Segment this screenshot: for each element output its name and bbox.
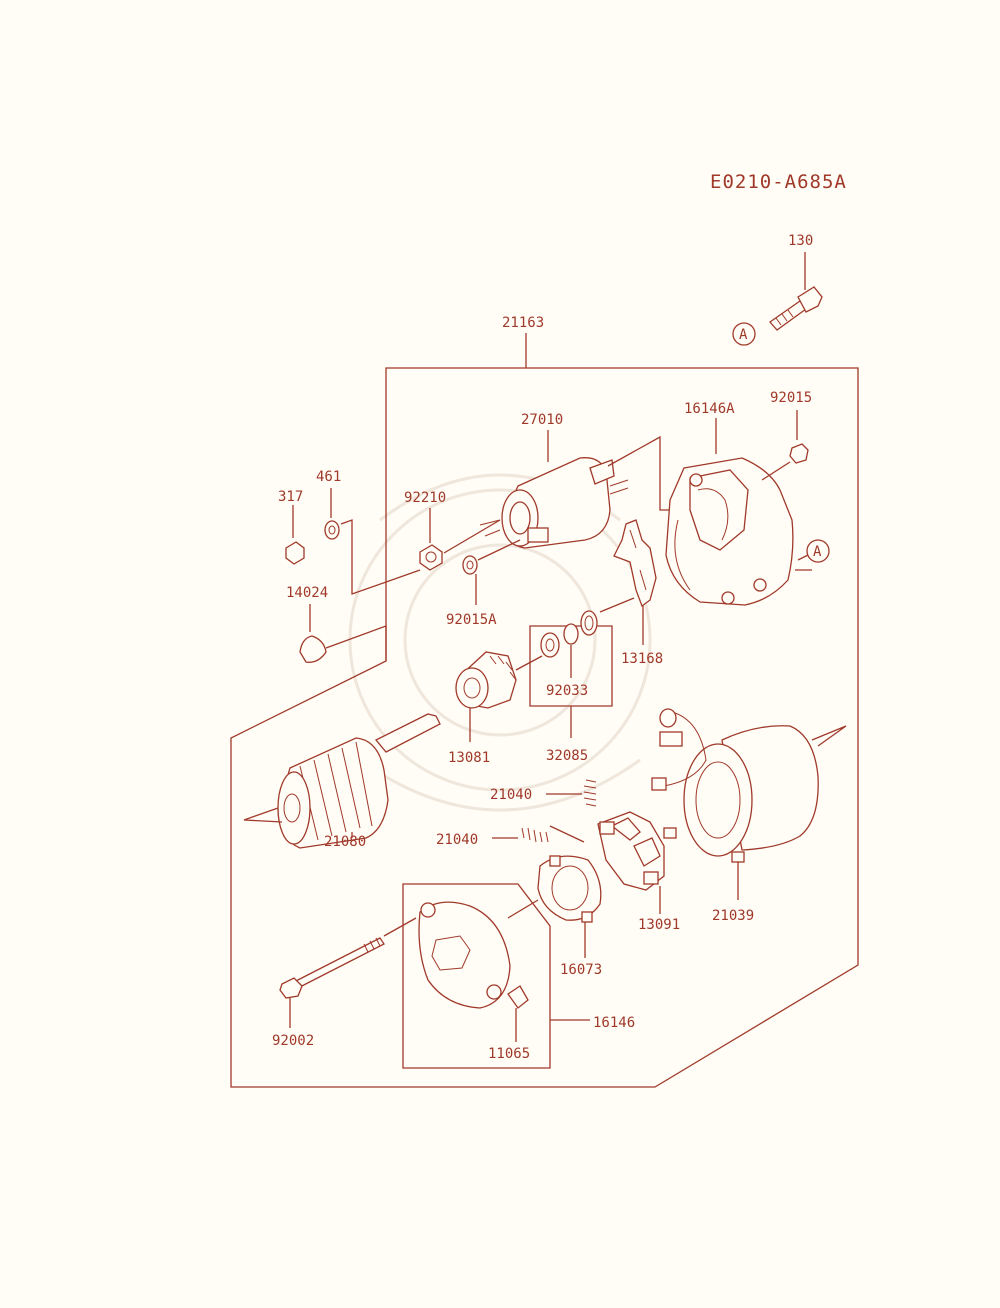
label-92002: 92002	[272, 1033, 314, 1049]
label-13081: 13081	[448, 750, 490, 766]
diagram-code: E0210-A685A	[710, 171, 847, 193]
label-317: 317	[278, 489, 303, 505]
nut-92210	[419, 508, 501, 571]
label-13168: 13168	[621, 651, 663, 667]
bolt-130	[769, 252, 823, 331]
label-21040-upper: 21040	[490, 787, 532, 803]
ref-marker-a-housing-label: A	[813, 544, 822, 560]
label-92033: 92033	[546, 683, 588, 699]
spring-21040-lower	[492, 825, 585, 843]
label-16146: 16146	[593, 1015, 635, 1031]
brush-holder-13091	[597, 811, 665, 914]
nut-92015	[761, 410, 809, 481]
ring-set-92033	[529, 610, 613, 738]
lever-13168	[599, 519, 657, 645]
label-16073: 16073	[560, 962, 602, 978]
yoke-21039	[651, 708, 847, 900]
housing-16146A	[665, 418, 812, 606]
label-130: 130	[788, 233, 813, 249]
label-92015: 92015	[770, 390, 812, 406]
label-461: 461	[316, 469, 341, 485]
pinion-13081	[455, 651, 543, 742]
label-92210: 92210	[404, 490, 446, 506]
label-27010: 27010	[521, 412, 563, 428]
ref-marker-a-top	[732, 322, 756, 346]
armature-21080	[243, 713, 441, 849]
assembly-outline	[230, 367, 859, 1088]
spring-21040-upper	[546, 779, 597, 807]
label-21163: 21163	[502, 315, 544, 331]
ref-marker-a-top-label: A	[739, 327, 748, 343]
washer-461	[324, 488, 421, 595]
label-13091: 13091	[638, 917, 680, 933]
through-bolt-92002	[279, 917, 417, 1028]
ref-marker-a-housing	[806, 539, 830, 563]
label-92015A: 92015A	[446, 612, 497, 628]
cap-14024	[299, 604, 387, 663]
label-14024: 14024	[286, 585, 328, 601]
nut-317	[285, 505, 305, 565]
watermark	[348, 473, 652, 812]
label-32085: 32085	[546, 748, 588, 764]
part-labels: 130 21163 27010 16146A 92015 461 317 922…	[272, 233, 813, 1062]
label-21039: 21039	[712, 908, 754, 924]
label-11065: 11065	[488, 1046, 530, 1062]
label-21040-lower: 21040	[436, 832, 478, 848]
label-16146A: 16146A	[684, 401, 735, 417]
label-21080: 21080	[324, 834, 366, 850]
end-cover-16146	[402, 883, 590, 1069]
solenoid-27010	[479, 430, 672, 549]
nut-92015A	[462, 539, 521, 605]
plate-16073	[507, 855, 602, 958]
